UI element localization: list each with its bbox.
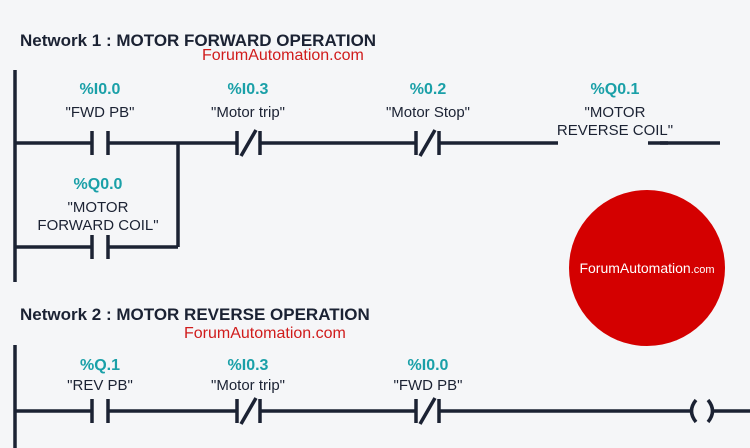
contact-label: "Motor Stop" [385,104,471,121]
coil-label-line-1: "MOTOR [584,104,646,121]
contact-address: %0.2 [409,81,447,98]
coil-left-arc [689,398,698,424]
logo-name: ForumAutomation [579,260,691,276]
contact-motor-trip-slash [239,129,258,157]
logo-domain: .com [690,264,715,276]
branch-label-line-2: FORWARD COIL" [37,217,159,234]
network-2-title: Network 2 : MOTOR REVERSE OPERATION [20,305,370,324]
logo-text: ForumAutomation.com [579,260,714,276]
watermark-text: ForumAutomation.com [202,47,364,64]
contact-motor-trip-2-slash [239,397,258,425]
watermark-text: ForumAutomation.com [184,325,346,342]
branch-contact-address: %Q0.0 [73,176,123,193]
forum-automation-logo: ForumAutomation.com [569,190,725,346]
coil-address: %Q0.1 [590,81,640,98]
network-1-title: Network 1 : MOTOR FORWARD OPERATION [20,31,377,50]
coil-right-arc [706,398,715,424]
branch-label-line-1: "MOTOR [67,199,129,216]
contact-address: %I0.0 [79,81,121,98]
contact-address: %I0.0 [407,357,449,374]
contact-label: "FWD PB" [393,377,463,394]
coil-label-line-2: REVERSE COIL" [556,122,674,139]
contact-address: %I0.3 [227,357,269,374]
contact-label: "Motor trip" [211,104,285,121]
contact-label: "Motor trip" [211,377,285,394]
contact-address: %Q.1 [79,357,120,374]
contact-label: "FWD PB" [65,104,135,121]
contact-fwd-pb-2-slash [418,397,437,425]
contact-motor-stop-slash [418,129,437,157]
contact-label: "REV PB" [67,377,133,394]
contact-address: %I0.3 [227,81,269,98]
